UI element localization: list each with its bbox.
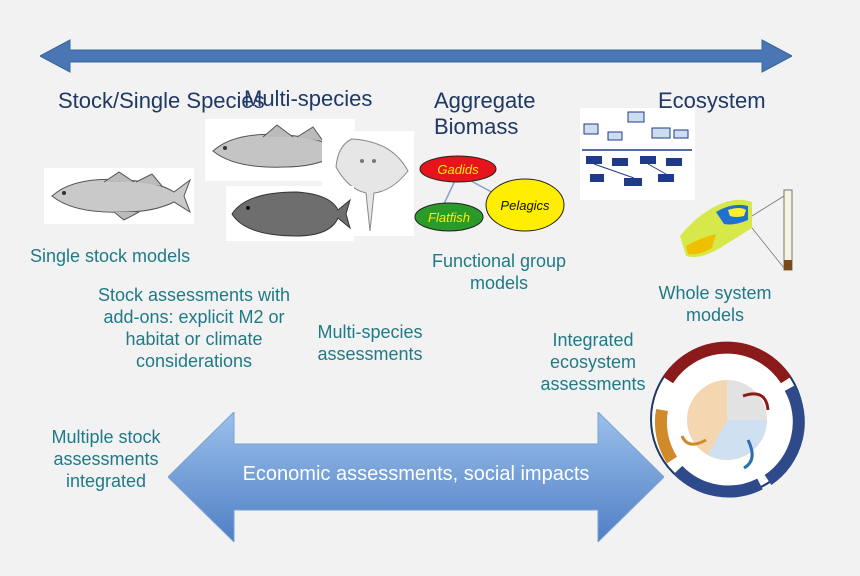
label-multi-species-assessments: Multi-species assessments <box>317 322 423 364</box>
flatfish-image <box>226 186 354 241</box>
cod-fish-image <box>44 168 194 224</box>
label-stock-assessments-addons: Stock assessments with add-ons: explicit… <box>97 285 291 371</box>
label-single-stock-models: Single stock models <box>30 246 191 266</box>
label-functional-group-models: Functional group models <box>431 251 567 293</box>
flatfish-ellipse <box>414 202 484 232</box>
gadids-label: Gadids <box>437 162 479 177</box>
header-stock-single: Stock/Single Species <box>58 88 265 113</box>
big-arrow-text: Economic assessments, social impacts <box>242 463 590 485</box>
gadids-ellipse <box>419 155 497 183</box>
ebm-cycle-diagram-image <box>648 340 806 498</box>
header-aggregate-biomass: Aggregate Biomass <box>434 88 536 139</box>
label-multiple-stock-integrated: Multiple stock assessments integrated <box>51 427 161 491</box>
header-multi-species: Multi-species <box>244 86 373 111</box>
label-whole-system-models: Whole system models <box>658 283 772 325</box>
ecosystem-flow-diagram-image <box>580 108 695 200</box>
skate-ray-image <box>322 131 414 236</box>
pelagics-label: Pelagics <box>500 198 550 213</box>
big-double-arrow <box>168 412 664 542</box>
pelagics-ellipse <box>485 178 565 232</box>
ecosystem-map-image <box>676 186 802 272</box>
functional-group-diagram: Gadids Flatfish Pelagics <box>414 155 565 232</box>
flatfish-label: Flatfish <box>428 210 470 225</box>
label-integrated-ecosystem-assessments: Integrated ecosystem assessments <box>540 330 646 394</box>
top-double-arrow <box>40 39 792 73</box>
